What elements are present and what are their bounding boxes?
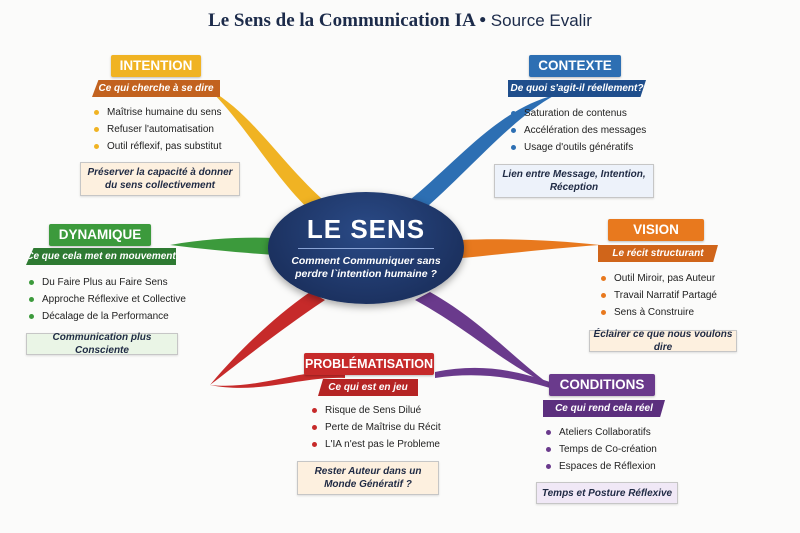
conditions-list: Ateliers Collaboratifs Temps de Co-créat…	[546, 424, 657, 475]
branch-problematisation	[210, 292, 325, 385]
dynamique-item-1: Du Faire Plus au Faire Sens	[29, 274, 186, 291]
intention-item-2: Refuser l'automatisation	[94, 121, 222, 138]
branch-conditions-tail	[435, 367, 550, 388]
dynamique-title: DYNAMIQUE	[49, 224, 151, 246]
contexte-item-1: Saturation de contenus	[511, 105, 646, 122]
title-source: Source Evalir	[490, 11, 592, 30]
branch-conditions	[415, 292, 550, 385]
vision-title: VISION	[608, 219, 704, 241]
page-title: Le Sens de la Communication IA • Source …	[0, 10, 800, 32]
vision-subtitle: Le récit structurant	[598, 245, 718, 262]
problematisation-note: Rester Auteur dans un Monde Génératif ?	[297, 461, 439, 495]
vision-item-1: Outil Miroir, pas Auteur	[601, 270, 717, 287]
contexte-note: Lien entre Message, Intention, Réception	[494, 164, 654, 198]
dynamique-list: Du Faire Plus au Faire Sens Approche Réf…	[29, 274, 186, 325]
vision-item-2: Travail Narratif Partagé	[601, 287, 717, 304]
problematisation-item-1: Risque de Sens Dilué	[312, 402, 441, 419]
conditions-note: Temps et Posture Réflexive	[536, 482, 678, 504]
contexte-list: Saturation de contenus Accélération des …	[511, 105, 646, 156]
title-separator: •	[479, 10, 487, 31]
branch-dynamique	[170, 237, 275, 255]
branch-contexte	[400, 95, 555, 213]
problematisation-item-2: Perte de Maîtrise du Récit	[312, 419, 441, 436]
conditions-title: CONDITIONS	[549, 374, 655, 396]
contexte-item-3: Usage d'outils génératifs	[511, 139, 646, 156]
branch-vision	[460, 239, 600, 258]
branch-intention	[210, 90, 335, 218]
vision-list: Outil Miroir, pas Auteur Travail Narrati…	[601, 270, 717, 321]
dynamique-item-2: Approche Réflexive et Collective	[29, 291, 186, 308]
contexte-title: CONTEXTE	[529, 55, 621, 77]
branch-problematisation-tail	[210, 371, 345, 388]
intention-item-3: Outil réflexif, pas substitut	[94, 138, 222, 155]
problematisation-item-3: L'IA n'est pas le Probleme	[312, 436, 441, 453]
intention-item-1: Maîtrise humaine du sens	[94, 104, 222, 121]
intention-note: Préserver la capacité à donner du sens c…	[80, 162, 240, 196]
intention-title: INTENTION	[111, 55, 201, 77]
intention-list: Maîtrise humaine du sens Refuser l'autom…	[94, 104, 222, 155]
conditions-item-2: Temps de Co-création	[546, 441, 657, 458]
problematisation-title: PROBLÉMATISATION	[304, 353, 434, 375]
contexte-item-2: Accélération des messages	[511, 122, 646, 139]
dynamique-subtitle: Ce que cela met en mouvement	[26, 248, 176, 265]
title-main: Le Sens de la Communication IA	[208, 10, 475, 31]
conditions-subtitle: Ce qui rend cela réel	[543, 400, 665, 417]
central-title: LE SENS	[306, 214, 426, 244]
contexte-subtitle: De quoi s'agit-il réellement?	[508, 80, 646, 97]
conditions-item-1: Ateliers Collaboratifs	[546, 424, 657, 441]
conditions-item-3: Espaces de Réflexion	[546, 458, 657, 475]
problematisation-subtitle: Ce qui est en jeu	[318, 379, 418, 396]
central-question: Comment Communiquer sans perdre l`intent…	[291, 255, 441, 280]
vision-item-3: Sens à Construire	[601, 304, 717, 321]
vision-note: Éclairer ce que nous voulons dire	[589, 329, 737, 353]
dynamique-note: Communication plus Consciente	[26, 332, 178, 356]
dynamique-item-3: Décalage de la Performance	[29, 308, 186, 325]
intention-subtitle: Ce qui cherche à se dire	[92, 80, 220, 97]
central-node: LE SENS Comment Communiquer sans perdre …	[268, 192, 464, 304]
problematisation-list: Risque de Sens Dilué Perte de Maîtrise d…	[312, 402, 441, 453]
central-divider	[298, 248, 434, 249]
